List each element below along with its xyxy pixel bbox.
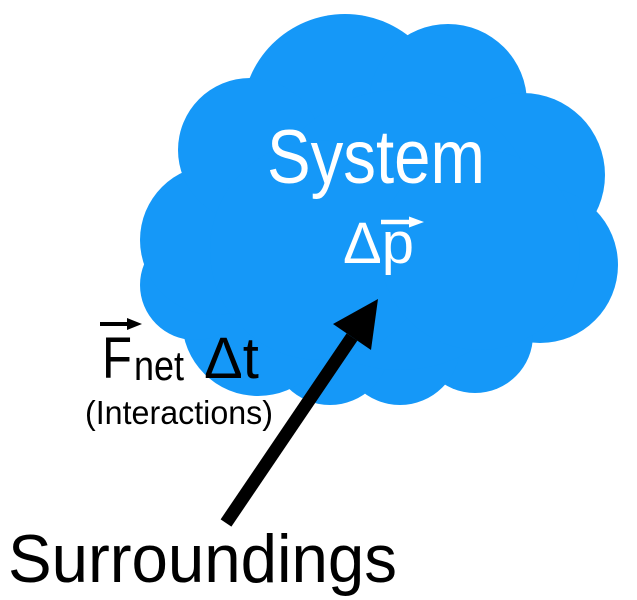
force-subscript-label: net <box>134 342 184 389</box>
surroundings-label: Surroundings <box>8 521 397 597</box>
f-vector-arrow-head <box>127 318 142 330</box>
impulse-arrow-icon <box>220 299 378 527</box>
system-label: System <box>267 115 485 200</box>
annotation-labels: F net Δt (Interactions) Surroundings <box>8 326 397 597</box>
interactions-label: (Interactions) <box>85 394 273 431</box>
cloud-labels: System Δp <box>267 115 485 276</box>
delta-t-label: Δt <box>204 326 259 391</box>
impulse-arrow-shaft <box>220 333 358 527</box>
p-vector-arrow-head <box>409 216 424 228</box>
p-vector-arrow-icon <box>381 216 424 228</box>
impulse-arrow-head <box>333 299 378 350</box>
force-symbol-label: F <box>102 326 132 391</box>
f-vector-arrow-icon <box>100 318 142 330</box>
cloud-lobe <box>380 150 580 350</box>
system-cloud-icon <box>140 14 618 405</box>
